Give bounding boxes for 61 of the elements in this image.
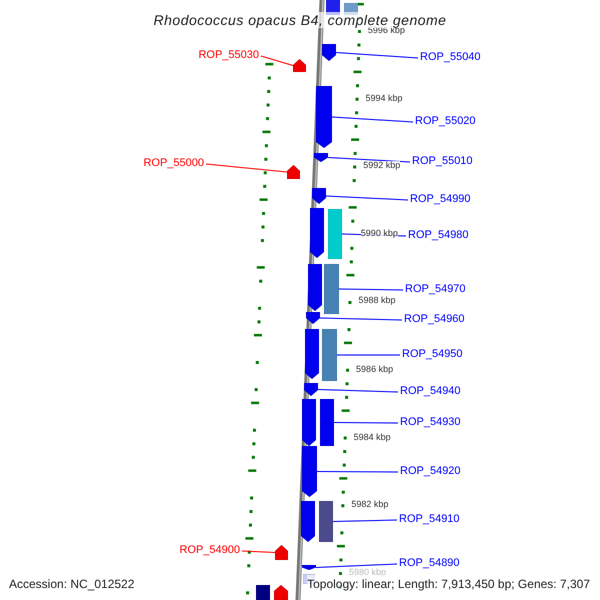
gene-feature <box>287 165 300 179</box>
leader-line <box>338 288 404 290</box>
gene-feature <box>301 501 315 542</box>
leader-line <box>318 389 398 392</box>
gene-feature <box>293 59 306 72</box>
scale-label: 5982 kbp <box>351 500 388 509</box>
leader-line <box>332 116 414 122</box>
gene-feature <box>328 209 342 259</box>
gene-label: ROP_54910 <box>399 514 460 525</box>
gene-label: ROP_55030 <box>198 50 259 61</box>
gene-label: ROP_54900 <box>179 545 240 556</box>
gene-feature <box>319 501 333 542</box>
leader-line <box>336 354 400 356</box>
scale-label: 5980 kbp <box>348 568 386 577</box>
gene-label: ROP_55000 <box>143 158 204 169</box>
leader-line <box>242 550 276 553</box>
leader-line <box>334 422 398 424</box>
gene-label: ROP_54980 <box>408 230 469 241</box>
gene-feature <box>304 383 318 396</box>
gene-feature <box>302 565 316 570</box>
leader-line <box>320 318 402 320</box>
leader-line <box>326 196 408 200</box>
gene-label: ROP_54970 <box>405 284 466 295</box>
gene-label: ROP_54930 <box>400 417 461 428</box>
scale-label: 5988 kbp <box>358 296 396 305</box>
scale-label: 5990 kbp <box>360 229 398 238</box>
leader-line <box>206 164 288 172</box>
gene-feature <box>302 446 317 497</box>
leader-line <box>336 52 418 58</box>
gene-label: ROP_55020 <box>415 116 476 127</box>
gene-feature <box>322 329 337 381</box>
gene-label: ROP_54940 <box>400 386 461 397</box>
gene-feature <box>302 399 316 446</box>
gene-feature <box>256 585 270 600</box>
gene-feature <box>320 399 334 446</box>
gene-feature <box>275 545 288 560</box>
gene-feature <box>310 208 324 258</box>
gene-label: ROP_55040 <box>420 52 481 63</box>
scale-label: 5984 kbp <box>354 433 391 442</box>
scale-label: 5986 kbp <box>356 365 394 374</box>
gene-feature <box>316 86 332 148</box>
gene-label: ROP_54890 <box>399 558 460 569</box>
leader-line <box>316 471 398 472</box>
leader-line <box>328 157 410 162</box>
gene-label: ROP_54920 <box>400 466 461 477</box>
scale-label: 5994 kbp <box>366 94 403 103</box>
gene-feature <box>312 188 326 204</box>
gene-label: ROP_54960 <box>404 314 465 325</box>
genome-stats-text: Topology: linear; Length: 7,913,450 bp; Genes: 7,307 <box>307 575 590 593</box>
gene-feature <box>274 585 288 600</box>
gene-label: ROP_54990 <box>410 194 471 205</box>
leader-line <box>316 564 398 568</box>
leader-line <box>332 520 398 522</box>
gene-feature <box>322 44 336 61</box>
gene-feature <box>314 153 328 162</box>
gene-feature <box>305 329 319 379</box>
gene-feature <box>324 264 339 314</box>
scale-label: 5992 kbp <box>363 161 400 170</box>
gene-label: ROP_54950 <box>402 349 463 360</box>
leader-line <box>260 56 294 66</box>
gene-label: ROP_55010 <box>412 156 473 167</box>
